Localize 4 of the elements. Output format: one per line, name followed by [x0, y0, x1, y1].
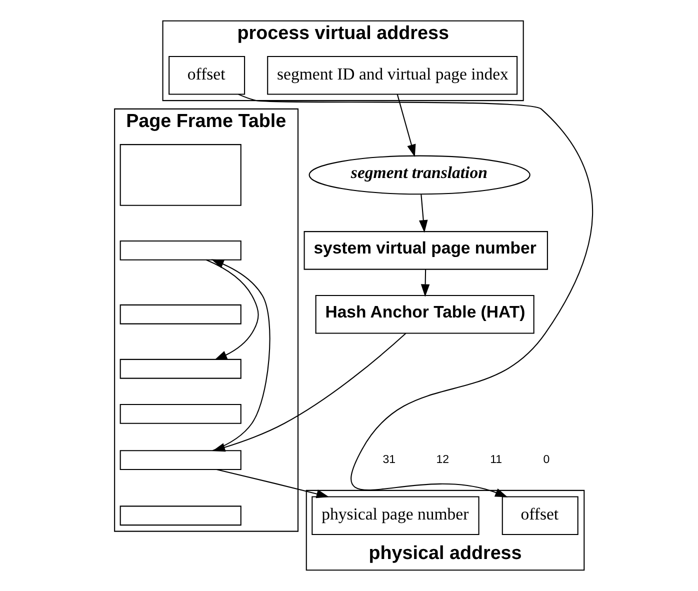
label: 0: [542, 454, 550, 466]
label: 11: [490, 454, 502, 466]
label: 31: [382, 454, 396, 466]
label: 12: [436, 454, 449, 466]
